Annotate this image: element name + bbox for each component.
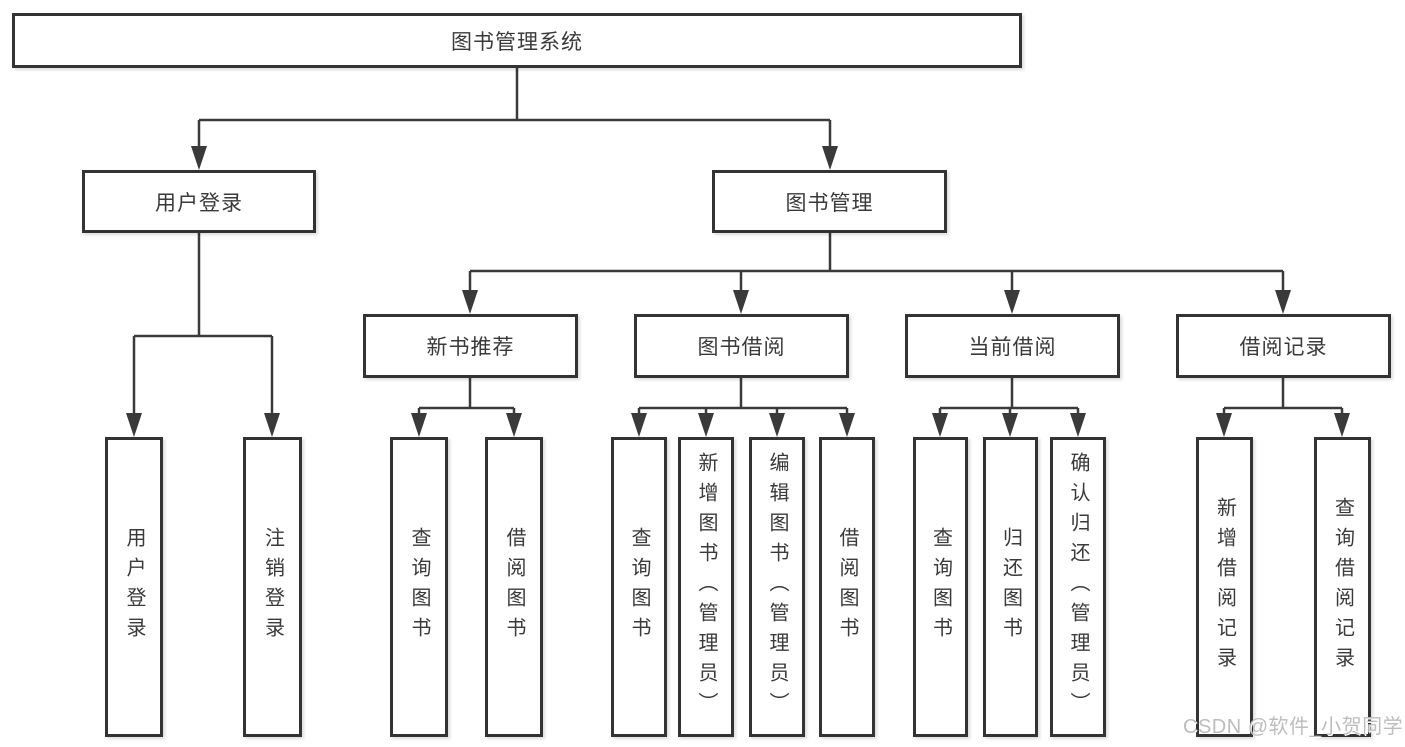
- arrowhead: [191, 146, 207, 170]
- leaf-borrowing-borrow-books-label: 借阅图书: [836, 527, 858, 647]
- arrowhead: [1334, 413, 1350, 437]
- leaf-current-query-books: 查询图书: [913, 437, 968, 737]
- arrowhead: [126, 413, 142, 437]
- csdn-watermark: CSDN @软件_小贺同学: [1183, 716, 1404, 738]
- arrowhead: [698, 413, 714, 437]
- leaf-current-return-books-label: 归还图书: [999, 527, 1022, 647]
- connector-user-login-to-leaves: [126, 233, 280, 437]
- leaf-logout: 注销登录: [243, 437, 302, 737]
- node-borrowing-records: 借阅记录: [1176, 314, 1391, 378]
- leaf-records-add-record: 新增借阅记录: [1196, 437, 1253, 737]
- node-user-login: 用户登录: [82, 170, 316, 233]
- arrowhead: [822, 146, 838, 170]
- connector-root-to-level2: [191, 68, 838, 170]
- arrowhead: [462, 290, 478, 314]
- leaf-current-confirm-return-admin-label: 确认归还（管理员）: [1067, 452, 1089, 722]
- arrowhead: [1275, 290, 1291, 314]
- node-root-label: 图书管理系统: [451, 30, 583, 54]
- leaf-borrowing-query-books-label: 查询图书: [628, 527, 650, 647]
- node-new-book-recommendation: 新书推荐: [363, 314, 578, 378]
- arrowhead: [411, 413, 427, 437]
- connector-borrow-records-to-leaves: [1216, 378, 1350, 437]
- node-book-management: 图书管理: [712, 170, 947, 233]
- arrowhead: [506, 413, 522, 437]
- node-book-borrowing: 图书借阅: [634, 314, 849, 378]
- leaf-borrowing-borrow-books: 借阅图书: [819, 437, 875, 737]
- leaf-records-query-record-label: 查询借阅记录: [1331, 497, 1354, 677]
- node-user-login-label: 用户登录: [155, 191, 243, 215]
- arrowhead: [631, 413, 647, 437]
- leaf-records-add-record-label: 新增借阅记录: [1213, 497, 1236, 677]
- connector-current-borrowing-to-leaves: [932, 378, 1086, 437]
- arrowhead: [839, 413, 855, 437]
- node-book-borrowing-label: 图书借阅: [697, 336, 786, 359]
- leaf-newbooks-query-books: 查询图书: [390, 437, 448, 737]
- node-root: 图书管理系统: [12, 13, 1022, 68]
- leaf-newbooks-query-books-label: 查询图书: [408, 527, 430, 647]
- arrowhead: [769, 413, 785, 437]
- leaf-borrowing-edit-books-admin-label: 编辑图书（管理员）: [766, 452, 788, 722]
- leaf-current-query-books-label: 查询图书: [929, 527, 952, 647]
- leaf-current-return-books: 归还图书: [983, 437, 1038, 737]
- node-current-borrowing: 当前借阅: [905, 314, 1120, 378]
- leaf-borrowing-query-books: 查询图书: [611, 437, 667, 737]
- leaf-user-login: 用户登录: [105, 437, 163, 737]
- leaf-borrowing-add-books-admin-label: 新增图书（管理员）: [695, 452, 717, 722]
- leaf-newbooks-borrow-books: 借阅图书: [485, 437, 543, 737]
- leaf-newbooks-borrow-books-label: 借阅图书: [503, 527, 525, 647]
- leaf-current-confirm-return-admin: 确认归还（管理员）: [1050, 437, 1106, 737]
- arrowhead: [932, 413, 948, 437]
- node-current-borrowing-label: 当前借阅: [968, 336, 1057, 359]
- leaf-borrowing-edit-books-admin: 编辑图书（管理员）: [749, 437, 805, 737]
- arrowhead: [1216, 413, 1232, 437]
- node-borrowing-records-label: 借阅记录: [1239, 336, 1328, 359]
- arrowhead: [1004, 290, 1020, 314]
- arrowhead: [733, 290, 749, 314]
- connector-book-management-to-level3: [462, 233, 1291, 314]
- leaf-borrowing-add-books-admin: 新增图书（管理员）: [678, 437, 734, 737]
- arrowhead: [264, 413, 280, 437]
- leaf-logout-label: 注销登录: [261, 527, 284, 647]
- arrowhead: [1002, 413, 1018, 437]
- node-book-management-label: 图书管理: [785, 191, 874, 215]
- connector-book-borrowing-to-leaves: [631, 378, 855, 437]
- arrowhead: [1070, 413, 1086, 437]
- node-new-book-recommendation-label: 新书推荐: [426, 336, 515, 359]
- leaf-records-query-record: 查询借阅记录: [1314, 437, 1371, 737]
- connector-new-books-to-leaves: [411, 378, 522, 437]
- leaf-user-login-label: 用户登录: [123, 527, 145, 647]
